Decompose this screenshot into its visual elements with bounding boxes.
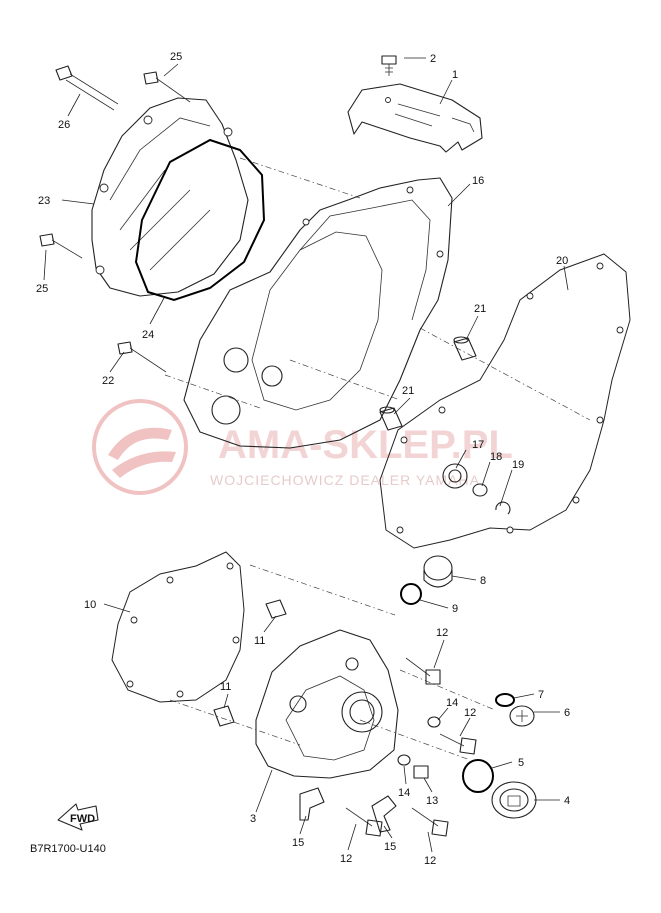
callout-4: 4	[564, 795, 570, 807]
part-gasket-10	[111, 551, 245, 703]
callout-12c: 12	[340, 853, 352, 865]
callout-21b: 21	[402, 385, 414, 397]
fwd-label: FWD	[70, 813, 95, 825]
watermark: AMA-SKLEP.PL WOJCIECHOWICZ DEALER YAMAHA	[92, 399, 513, 495]
callout-6: 6	[564, 707, 570, 719]
part-cover-gasket	[134, 138, 266, 302]
callout-11a: 11	[254, 635, 265, 647]
callout-25a: 25	[170, 51, 182, 63]
part-dowel-11b	[213, 705, 235, 727]
callout-21a: 21	[474, 303, 486, 315]
part-clutch-cover	[91, 97, 249, 297]
part-plug-4	[491, 781, 537, 819]
callout-20: 20	[556, 255, 568, 267]
callout-24: 24	[142, 329, 154, 341]
part-bolt-12a	[405, 657, 441, 685]
callout-14a: 14	[446, 697, 458, 709]
fwd-arrow-icon: FWD	[57, 803, 99, 831]
callout-12a: 12	[436, 627, 448, 639]
part-bolt-12c	[345, 807, 383, 837]
part-crankcase-cover	[183, 177, 453, 449]
leader-lines	[43, 57, 569, 853]
callout-23: 23	[38, 195, 50, 207]
part-circlip-19	[495, 501, 511, 515]
part-bolt-13	[413, 765, 429, 779]
watermark-text: AMA-SKLEP.PL	[218, 423, 513, 467]
part-bolt-26	[55, 65, 119, 111]
part-bolt-25-left	[39, 233, 83, 259]
part-o-ring-5	[462, 759, 494, 793]
part-gasket-20	[379, 253, 631, 549]
part-o-ring-9	[400, 583, 422, 605]
callout-17: 17	[472, 439, 484, 451]
part-generator-cover	[255, 629, 399, 779]
part-plug-6	[509, 705, 535, 727]
callout-12b: 12	[464, 707, 476, 719]
callout-7: 7	[538, 689, 544, 701]
part-bracket	[347, 83, 483, 153]
part-clamp-15a	[299, 787, 325, 821]
callout-22: 22	[102, 375, 114, 387]
callout-15b: 15	[384, 841, 396, 853]
part-washer-18	[472, 483, 488, 497]
watermark-subtext: WOJCIECHOWICZ DEALER YAMAHA	[210, 472, 480, 488]
callout-5: 5	[518, 757, 524, 769]
part-cap-8	[423, 555, 453, 588]
part-dowel-21b	[379, 406, 403, 431]
part-bolt-25-top	[143, 71, 191, 103]
part-dowel-11a	[265, 599, 287, 619]
callout-8: 8	[480, 575, 486, 587]
callout-3: 3	[250, 813, 256, 825]
callout-13: 13	[426, 795, 438, 807]
projection-lines	[164, 157, 591, 761]
callout-1: 1	[452, 69, 458, 81]
callout-26: 26	[58, 119, 70, 131]
callout-2: 2	[430, 53, 436, 65]
callout-9: 9	[452, 603, 458, 615]
part-bolt-2	[381, 55, 397, 76]
callout-labels: 2 1 3 4 5 6 7 8 9 10 11 11 12 12 12 12 1…	[36, 51, 570, 867]
part-bolt-12b	[439, 733, 477, 755]
part-oil-seal-17	[442, 463, 468, 489]
callout-18: 18	[490, 451, 502, 463]
watermark-logo-icon	[92, 399, 188, 495]
part-bolt-12d	[411, 807, 449, 837]
callout-19: 19	[512, 459, 524, 471]
part-washer-14a	[427, 716, 441, 728]
callout-10: 10	[84, 599, 96, 611]
part-dowel-21a	[453, 336, 477, 361]
part-bolt-22	[117, 341, 167, 373]
callout-16: 16	[472, 175, 484, 187]
callout-15a: 15	[292, 837, 304, 849]
part-washer-14b	[397, 754, 411, 766]
callout-25b: 25	[36, 283, 48, 295]
callout-14b: 14	[398, 787, 410, 799]
part-clamp-15b	[371, 795, 397, 833]
callout-12d: 12	[424, 855, 436, 867]
part-o-ring-7	[495, 693, 515, 707]
diagram-code: B7R1700-U140	[30, 843, 106, 855]
callout-11b: 11	[220, 681, 231, 693]
